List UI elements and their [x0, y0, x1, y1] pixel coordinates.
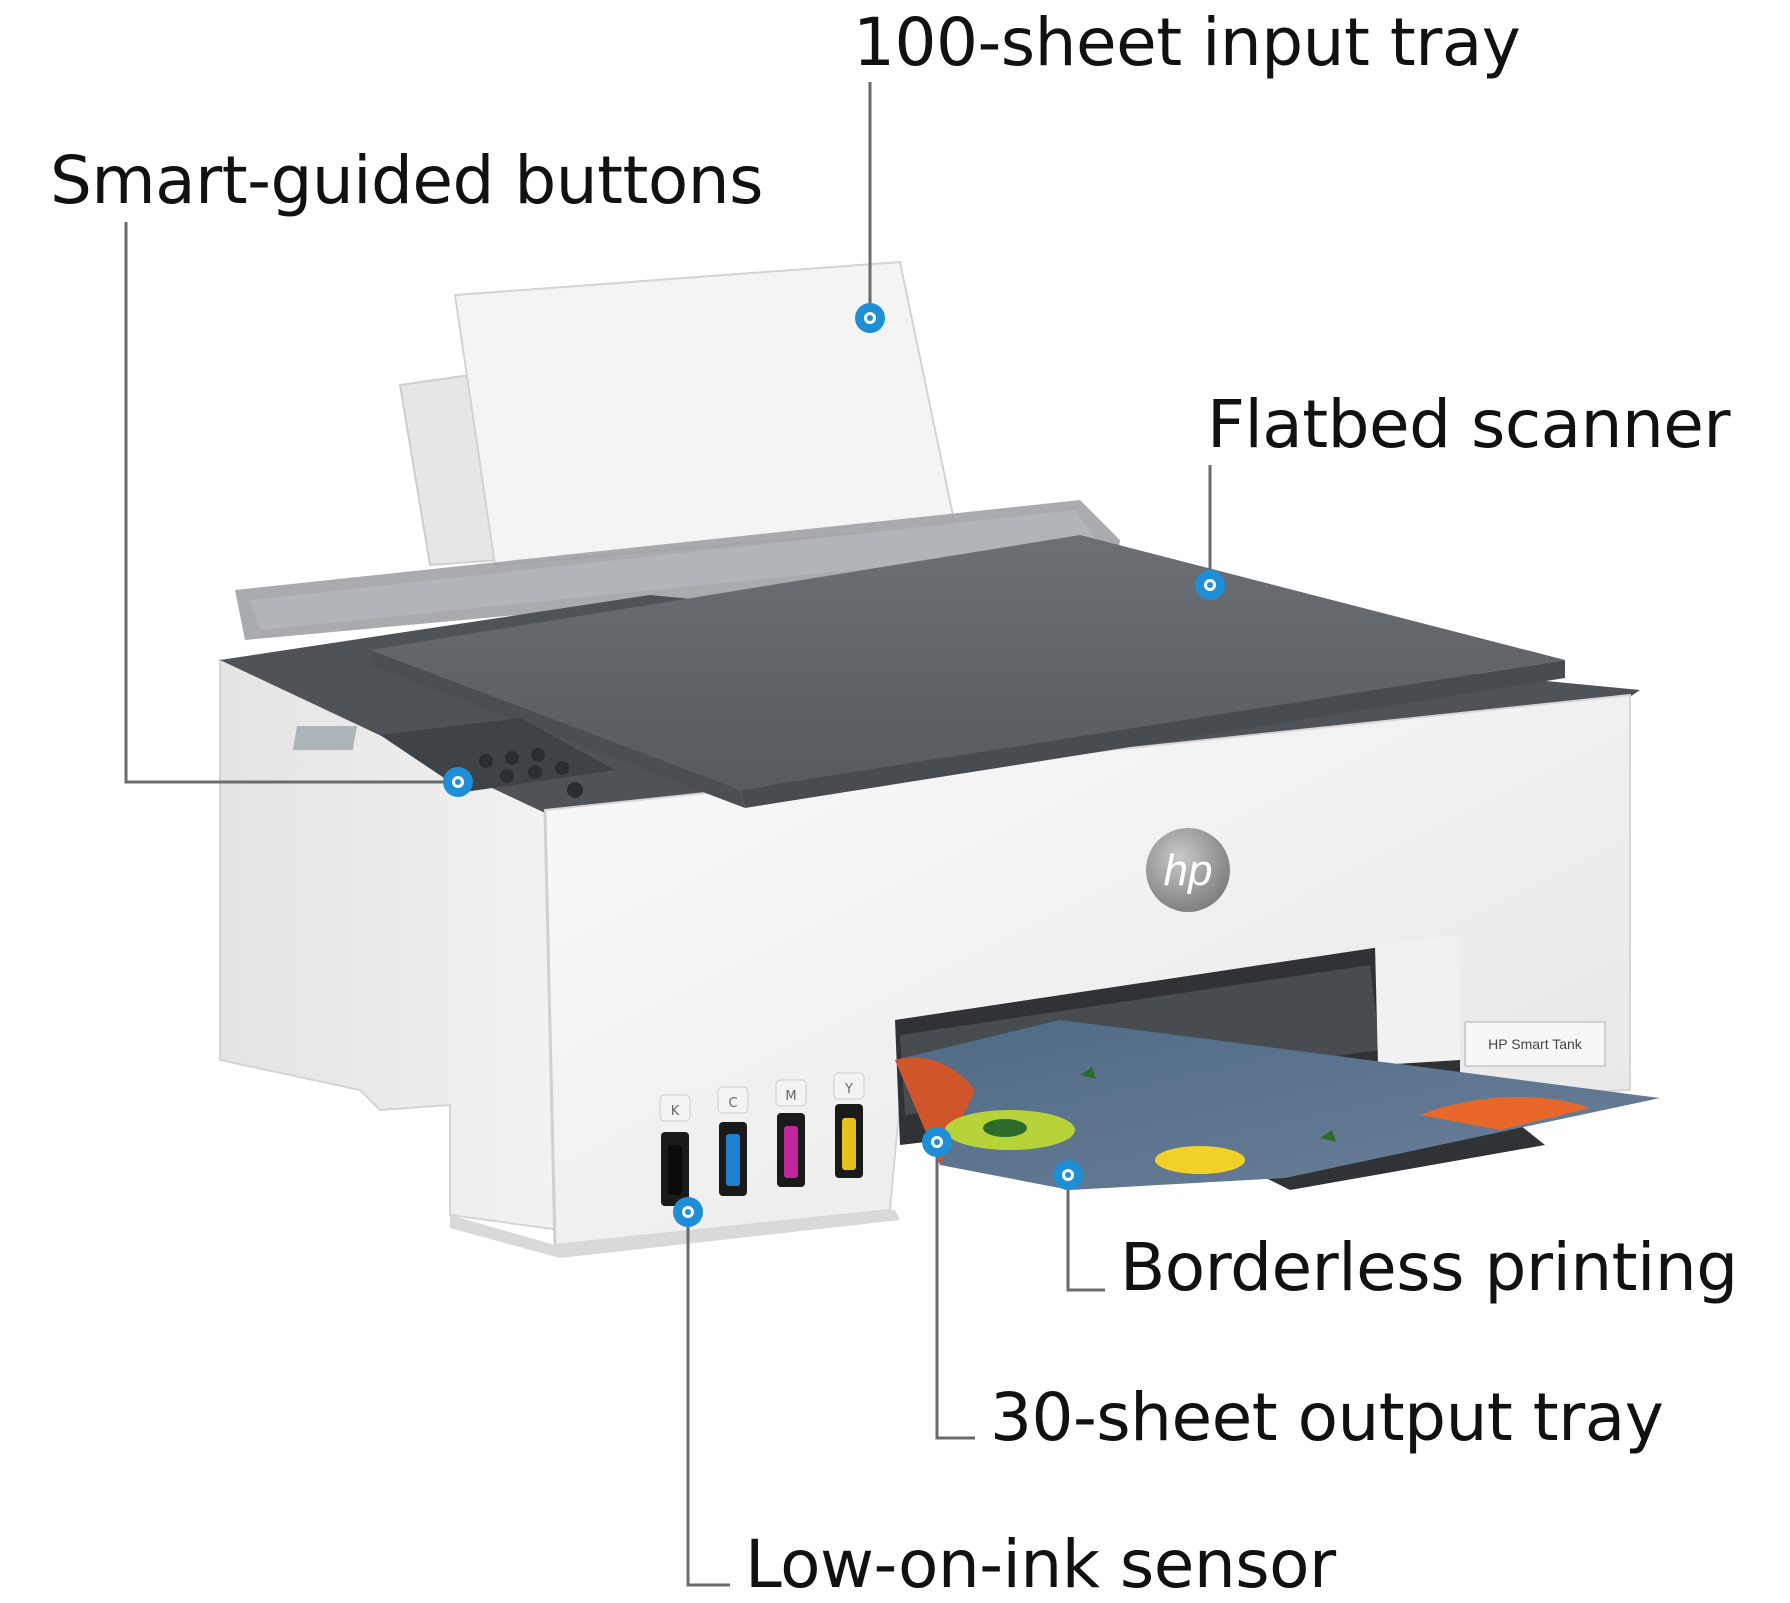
tank-label-k: K — [671, 1104, 680, 1119]
model-label-plate: HP Smart Tank — [1464, 1021, 1606, 1067]
leader-output-tray — [935, 1142, 975, 1440]
callout-borderless: Borderless printing — [1120, 1229, 1738, 1306]
model-label: HP Smart Tank — [1488, 1036, 1583, 1052]
dot-scanner — [1195, 570, 1225, 600]
leader-buttons — [124, 222, 458, 784]
hp-logo: hp — [1146, 828, 1230, 912]
dot-output-tray — [922, 1127, 952, 1157]
ink-tanks: K C M Y — [659, 1072, 865, 1206]
leader-lines — [124, 82, 1212, 1587]
scanner-lid — [370, 535, 1565, 808]
ink-tank-y — [833, 1072, 865, 1178]
control-panel — [292, 718, 615, 798]
ink-tank-k — [659, 1094, 691, 1206]
ink-tank-m — [775, 1079, 807, 1187]
printed-sheet — [895, 1020, 1660, 1190]
hp-logo-text: hp — [1164, 846, 1213, 895]
dot-buttons — [443, 767, 473, 797]
output-tray — [1260, 1125, 1545, 1190]
leader-ink-sensor — [686, 1212, 730, 1587]
dot-ink-sensor — [673, 1197, 703, 1227]
dot-input-tray — [855, 303, 885, 333]
callout-scanner: Flatbed scanner — [1207, 386, 1731, 463]
input-tray-paper — [398, 260, 957, 567]
tank-label-c: C — [728, 1096, 737, 1111]
input-tray-flap — [235, 500, 1120, 640]
callout-buttons: Smart-guided buttons — [50, 142, 763, 219]
callout-ink-sensor: Low-on-ink sensor — [745, 1526, 1336, 1603]
callout-output-tray: 30-sheet output tray — [990, 1379, 1664, 1456]
callout-dots — [443, 303, 1225, 1227]
tank-label-y: Y — [844, 1082, 853, 1097]
tank-label-m: M — [785, 1089, 796, 1104]
ink-tank-c — [717, 1086, 749, 1196]
callout-input-tray: 100-sheet input tray — [853, 4, 1521, 81]
dot-borderless — [1053, 1160, 1083, 1190]
leader-borderless — [1066, 1175, 1105, 1292]
